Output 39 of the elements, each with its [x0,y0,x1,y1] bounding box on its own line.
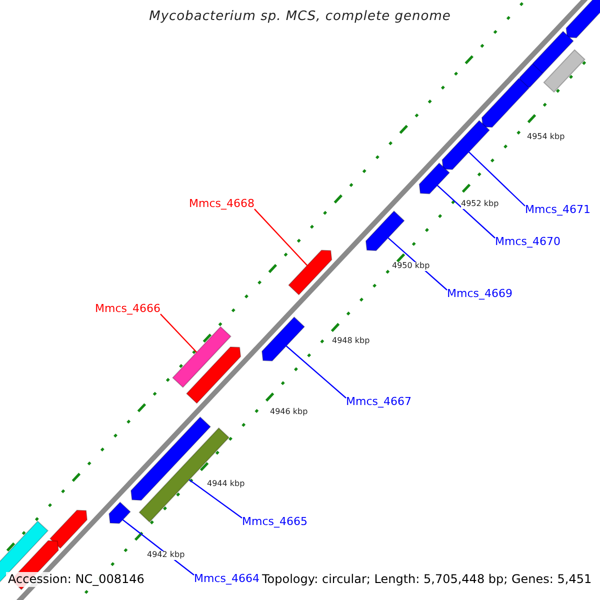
gene-feature [442,120,490,170]
gene-feature [288,250,332,296]
gene-feature [172,326,232,388]
gene-feature [481,78,530,128]
gene-label: Mmcs_4664 [194,573,260,586]
accession-text: Accession: NC_008146 [6,572,146,588]
gene-label: Mmcs_4665 [242,516,308,528]
scale-label: 4952 kbp [461,200,499,209]
scale-label: 4944 kbp [207,480,245,489]
gene-feature [138,427,230,523]
gene-feature [49,510,88,549]
gene-feature [261,316,306,362]
gene-feature [365,210,405,252]
gene-label: Mmcs_4671 [525,204,590,216]
genome-summary-text: Topology: circular; Length: 5,705,448 bp; Genes: 5,451 [260,572,594,588]
gene-label: Mmcs_4669 [447,288,512,300]
gene-feature [108,502,131,524]
scale-label: 4948 kbp [332,337,370,346]
leader-line [286,346,346,398]
leader-line [468,152,526,206]
scale-label: 4942 kbp [147,551,185,560]
leader-line [160,314,198,353]
gene-feature [543,49,586,93]
scale-label: 4946 kbp [270,408,308,417]
gene-label: Mmcs_4666 [95,303,160,316]
leader-line [122,519,194,576]
gene-feature [418,162,450,194]
leader-line [188,479,242,518]
title: Mycobacterium sp. MCS, complete genome [148,10,452,24]
gene-label: Mmcs_4667 [346,396,412,408]
gene-feature [532,30,574,74]
scale-label: 4954 kbp [527,133,565,142]
gene-label: Mmcs_4670 [495,236,560,248]
leader-line [254,208,308,266]
gene-feature [566,0,600,38]
gene-label: Mmcs_4668 [189,198,254,210]
scale-label: 4950 kbp [392,262,430,271]
gene-feature [186,346,242,404]
leader-line [436,184,496,238]
